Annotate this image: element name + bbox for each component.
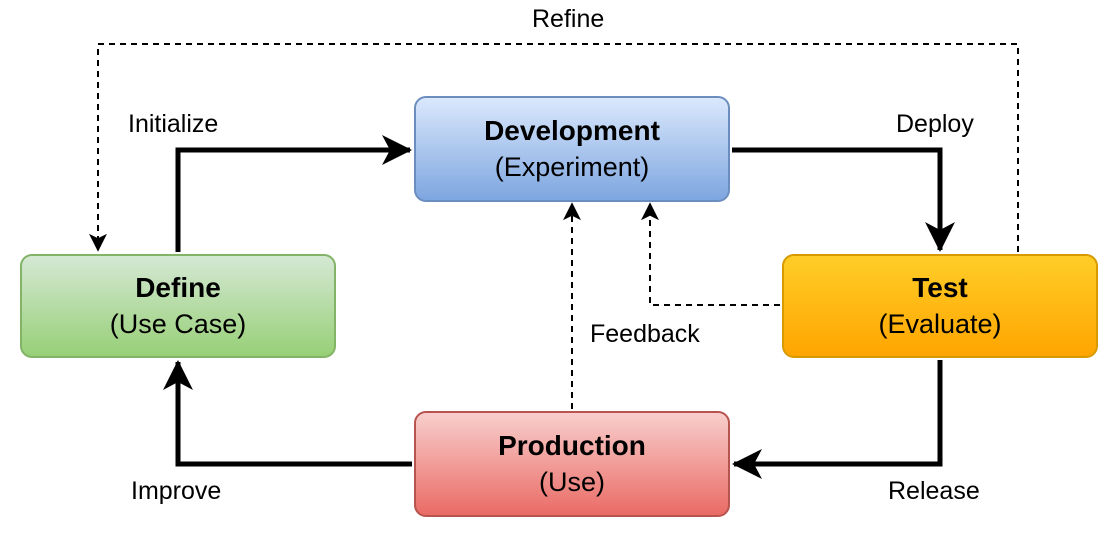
refine-arrow — [89, 43, 1019, 252]
test-title: Test — [912, 272, 968, 303]
test-node: Test (Evaluate) — [782, 254, 1098, 358]
development-title: Development — [484, 115, 660, 146]
deploy-arrow — [732, 147, 955, 252]
release-label: Release — [888, 477, 980, 505]
define-title: Define — [135, 272, 221, 303]
feedback-arrow-test — [641, 202, 780, 306]
production-title: Production — [498, 430, 646, 461]
test-subtitle: (Evaluate) — [878, 309, 1002, 339]
production-node: Production (Use) — [414, 411, 730, 517]
initialize-label: Initialize — [128, 110, 219, 138]
improve-label: Improve — [131, 477, 222, 505]
production-subtitle: (Use) — [539, 467, 605, 497]
improve-arrow — [163, 360, 412, 467]
define-node: Define (Use Case) — [20, 254, 336, 358]
release-arrow — [732, 360, 943, 479]
define-subtitle: (Use Case) — [109, 309, 247, 339]
deploy-label: Deploy — [896, 110, 974, 138]
development-subtitle: (Experiment) — [494, 152, 650, 182]
refine-label: Refine — [532, 5, 605, 33]
feedback-label: Feedback — [590, 320, 700, 348]
initialize-arrow — [175, 135, 412, 252]
development-node: Development (Experiment) — [414, 96, 730, 202]
